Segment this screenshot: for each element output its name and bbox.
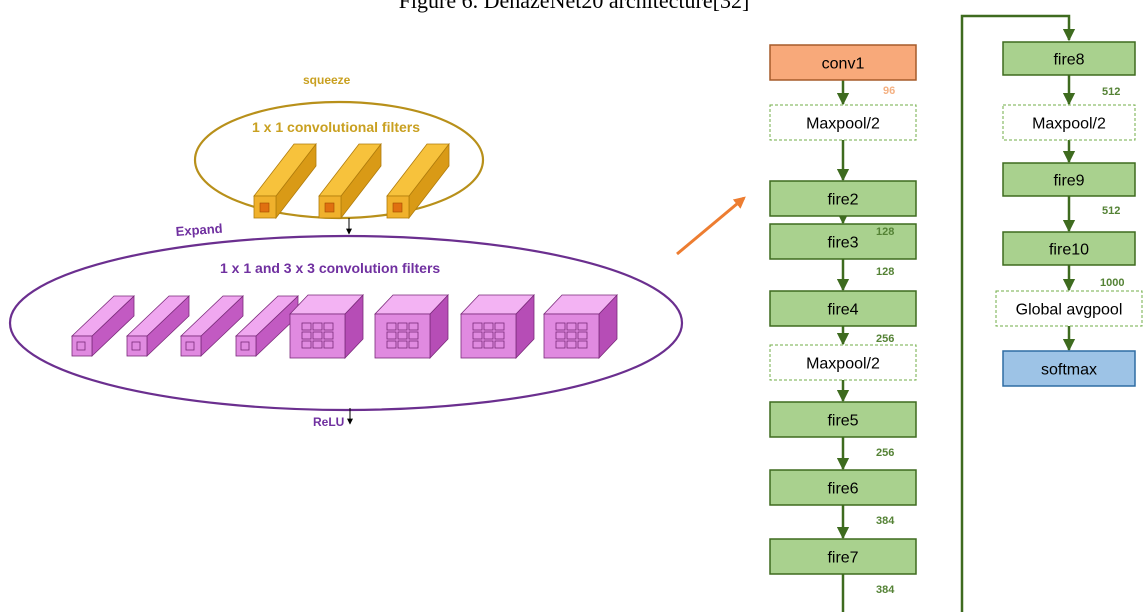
squeeze-label: squeeze [303,73,351,87]
pipeline-block-fire: fire10 [1002,231,1136,266]
squeeze-filters-label: 1 x 1 convolutional filters [252,119,420,135]
pipeline-block-fire: fire5 [769,401,917,438]
channel-count-label: 96 [883,85,895,97]
expand-1x1-filter [180,295,244,357]
channel-count-label: 1000 [1100,277,1124,289]
expand-3x3-filter [374,293,449,360]
squeeze-filter [386,142,450,220]
pipeline-block-conv: conv1 [769,44,917,81]
pipeline-block-fire: fire6 [769,469,917,506]
expand-3x3-filter [460,293,535,360]
pipeline-block-label: fire6 [827,481,858,498]
pipeline-block-label: fire10 [1049,242,1089,259]
pipeline-block-label: softmax [1041,362,1097,379]
pipeline-connector [960,14,1076,612]
pipeline-block-pool: Maxpool/2 [769,344,917,381]
pointer-arrow [676,196,746,256]
expand-1x1-filter [126,295,190,357]
channel-count-label: 384 [876,515,895,527]
pipeline-block-label: Maxpool/2 [1032,116,1106,133]
pipeline-block-label: fire4 [827,302,858,319]
pipeline-block-fire: fire2 [769,180,917,217]
channel-count-label: 256 [876,333,894,345]
pipeline-block-fire: fire4 [769,290,917,327]
expand-1x1-filter [71,295,135,357]
pipeline-block-label: fire2 [827,192,858,209]
pipeline-block-fire: fire3 [769,223,917,260]
channel-count-label: 512 [1102,86,1120,98]
relu-label: ReLU [313,415,344,429]
pipeline-block-label: conv1 [822,56,865,73]
channel-count-label: 384 [876,584,895,596]
pipeline: conv1Maxpool/2fire2fire3fire4Maxpool/2fi… [769,14,1143,612]
expand-1x1-filter [235,295,299,357]
channel-count-label: 256 [876,447,894,459]
expand-3x3-filter [543,293,618,360]
pipeline-block-fire: fire8 [1002,41,1136,76]
pipeline-block-label: fire7 [827,550,858,567]
squeeze-filter [318,142,382,220]
expand-ellipse [8,234,684,412]
expand-label: Expand [175,221,223,239]
channel-count-label: 128 [876,226,894,238]
pipeline-block-label: fire9 [1053,173,1084,190]
pipeline-block-label: fire3 [827,235,858,252]
squeeze-filter [253,142,317,220]
figure-title: Figure 6. DehazeNet20 architecture[32] [398,0,750,13]
expand-3x3-filter [289,293,364,360]
pipeline-block-pool: Maxpool/2 [769,104,917,141]
squeeze-filter-group [253,142,450,220]
pipeline-block-pool: Maxpool/2 [1002,104,1136,141]
pipeline-block-label: Maxpool/2 [806,116,880,133]
channel-count-label: 128 [876,266,894,278]
pipeline-block-label: Maxpool/2 [806,356,880,373]
pipeline-block-pool: Global avgpool [995,290,1143,327]
fire-module: squeeze 1 x 1 convolutional filters Expa… [8,73,684,429]
pipeline-block-label: fire5 [827,413,858,430]
expand-filter-group [71,293,618,360]
pipeline-block-fire: fire9 [1002,162,1136,197]
channel-count-label: 512 [1102,205,1120,217]
pipeline-block-label: fire8 [1053,52,1084,69]
pipeline-block-label: Global avgpool [1016,302,1123,319]
pipeline-block-softmax: softmax [1002,350,1136,387]
expand-filters-label: 1 x 1 and 3 x 3 convolution filters [220,260,440,276]
pipeline-block-fire: fire7 [769,538,917,575]
